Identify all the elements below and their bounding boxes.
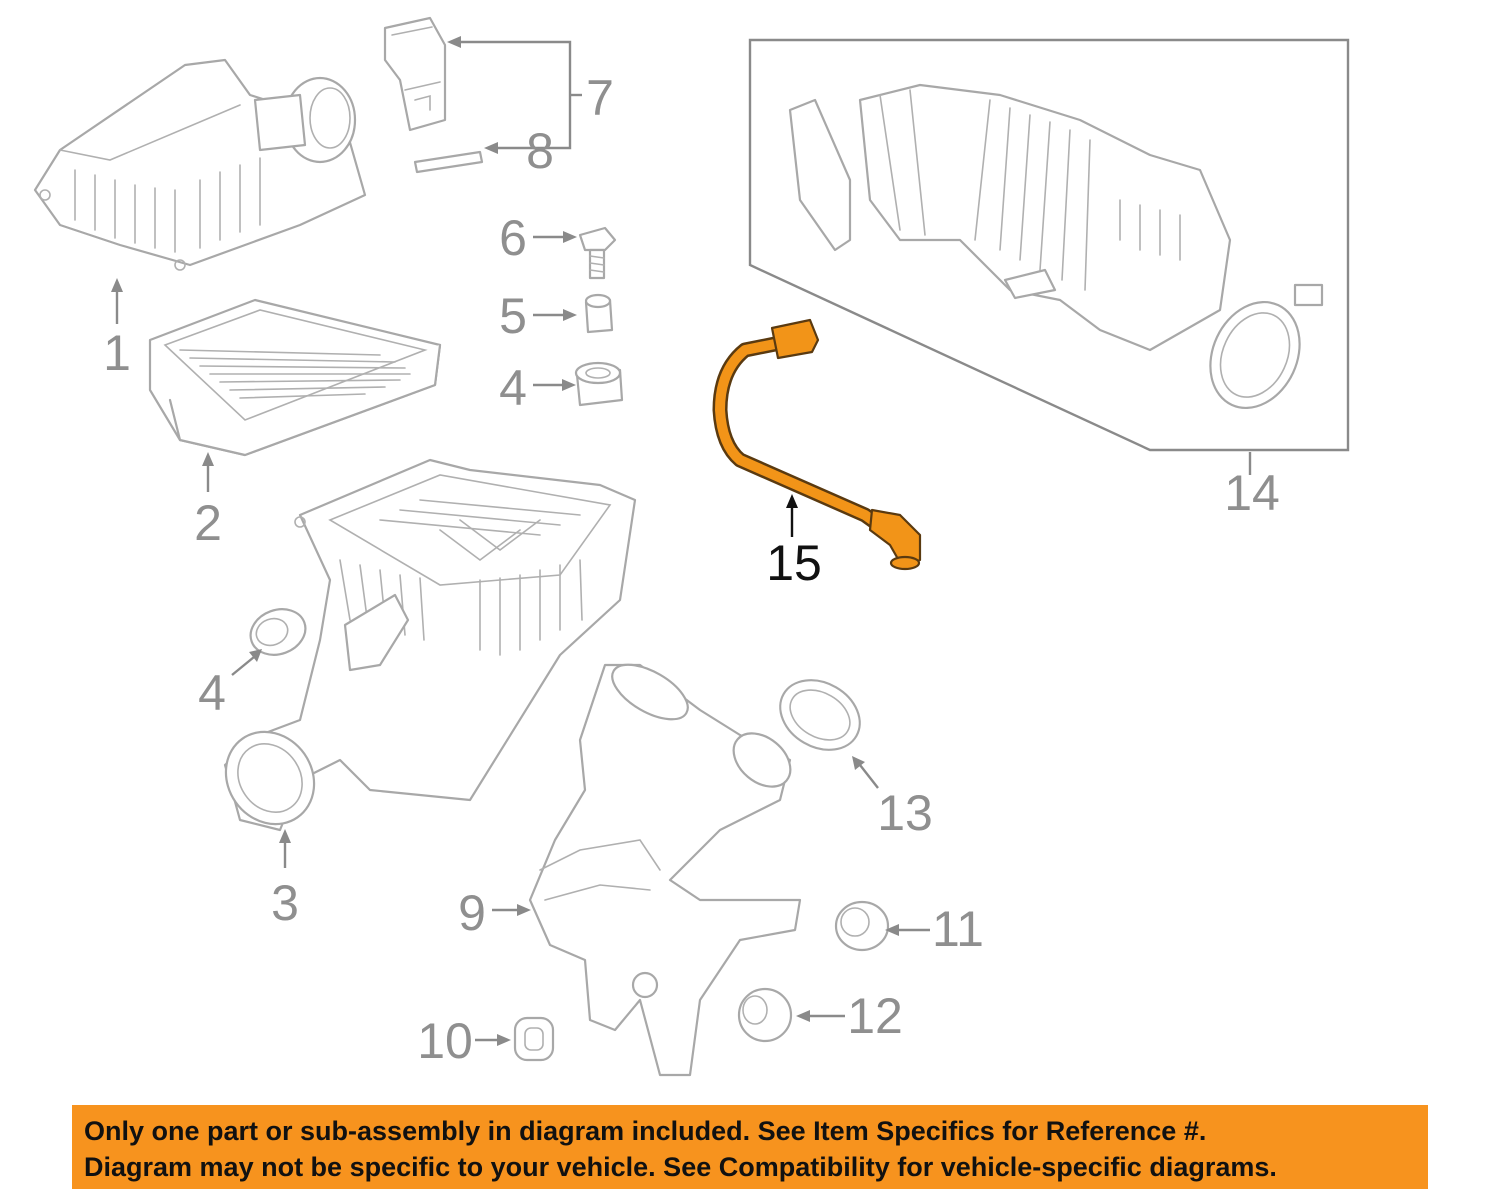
part-7-maf-sensor <box>383 16 447 132</box>
callout-6: 6 <box>499 210 527 266</box>
callout-3: 3 <box>271 875 299 931</box>
part-8-seal <box>413 150 484 174</box>
part-11-grommet <box>834 900 890 952</box>
callout-5: 5 <box>499 288 527 344</box>
part-3-lower-housing <box>223 458 637 832</box>
callout-8: 8 <box>526 123 554 179</box>
callout-13: 13 <box>877 785 933 841</box>
callout-4-lower: 4 <box>198 665 226 721</box>
callout-15: 15 <box>766 535 822 591</box>
callout-12: 12 <box>847 988 903 1044</box>
part-6-bolt <box>578 226 617 280</box>
callout-1: 1 <box>103 325 131 381</box>
callout-11: 11 <box>932 901 984 957</box>
part-10-grommet <box>513 1016 555 1062</box>
callout-labels: 1 2 3 4 5 6 7 8 4 9 10 11 12 13 14 15 <box>103 70 1280 1069</box>
part-13-clamp <box>779 679 861 751</box>
leader-lines <box>111 36 1252 1046</box>
part-14-intake-assembly <box>748 38 1350 452</box>
disclaimer-banner: Only one part or sub-assembly in diagram… <box>72 1105 1428 1189</box>
part-5-bushing <box>584 293 614 334</box>
callout-2: 2 <box>194 495 222 551</box>
disclaimer-line-1: Only one part or sub-assembly in diagram… <box>84 1116 1207 1146</box>
callout-7: 7 <box>586 70 614 126</box>
part-15-pcv-hose <box>712 318 922 571</box>
part-4-grommet-upper <box>574 361 624 407</box>
part-1-upper-housing <box>33 58 367 271</box>
part-9-resonator <box>528 663 802 1077</box>
callout-14: 14 <box>1224 465 1280 521</box>
parts-diagram: 1 2 3 4 5 6 7 8 4 9 10 11 12 13 14 15 <box>33 16 1350 1077</box>
part-4-grommet-lower <box>249 608 307 656</box>
disclaimer-line-2: Diagram may not be specific to your vehi… <box>84 1152 1277 1182</box>
part-12-grommet <box>737 987 793 1043</box>
callout-10: 10 <box>417 1013 473 1069</box>
part-2-filter-element <box>148 298 442 457</box>
callout-9: 9 <box>458 885 486 941</box>
callout-4-upper: 4 <box>499 360 527 416</box>
